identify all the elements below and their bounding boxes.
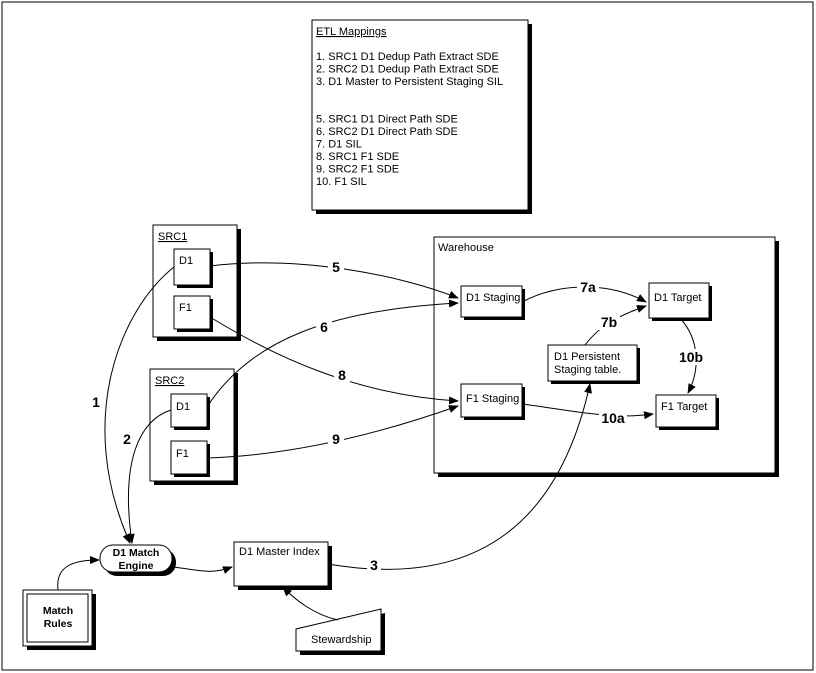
edge-label-7b: 7b xyxy=(601,314,617,330)
f1-staging-label: F1 Staging xyxy=(466,393,519,405)
d1-match-engine-line1: D1 Match xyxy=(113,547,160,559)
src1-container: SRC1 D1 F1 xyxy=(152,224,241,341)
match-rules-line2: Rules xyxy=(44,618,73,630)
f1-staging-box xyxy=(460,383,523,418)
d1-master-index-label: D1 Master Index xyxy=(239,546,320,558)
edge-stewardship-mi xyxy=(282,586,339,621)
etl-mapping-item: 5. SRC1 D1 Direct Path SDE xyxy=(316,114,458,126)
edge-3 xyxy=(327,383,592,570)
src2-f1-box xyxy=(170,440,208,475)
src1-d1-label: D1 xyxy=(179,255,193,267)
d1-match-engine-line2: Engine xyxy=(118,560,153,572)
src2-title: SRC2 xyxy=(155,375,184,387)
edge-label-10b: 10b xyxy=(679,349,703,365)
match-rules-line1: Match xyxy=(43,605,73,617)
etl-mapping-item: 7. D1 SIL xyxy=(316,139,362,151)
src2-d1-box xyxy=(170,393,208,428)
src2-d1-label: D1 xyxy=(176,401,190,413)
etl-mapping-item: 2. SRC2 D1 Dedup Path Extract SDE xyxy=(316,64,499,76)
edge-label-6: 6 xyxy=(320,319,328,335)
warehouse-container: Warehouse D1 Staging F1 Staging D1 Targe… xyxy=(433,236,779,477)
d1-persistent-staging-line1: D1 Persistent xyxy=(554,351,620,363)
edge-me-mi xyxy=(171,566,233,574)
edge-label-2: 2 xyxy=(123,431,131,447)
d1-target-label: D1 Target xyxy=(654,292,702,304)
edge-label-9: 9 xyxy=(332,431,340,447)
src1-f1-label: F1 xyxy=(179,302,192,314)
edge-label-8: 8 xyxy=(338,367,346,383)
edge-10a xyxy=(521,403,654,420)
etl-mapping-item: 9. SRC2 F1 SDE xyxy=(316,164,399,176)
edge-label-3: 3 xyxy=(370,557,378,573)
edge-5 xyxy=(209,262,459,299)
etl-mapping-item: 6. SRC2 D1 Direct Path SDE xyxy=(316,126,458,138)
etl-mappings-box: ETL Mappings 1. SRC1 D1 Dedup Path Extra… xyxy=(311,19,532,214)
warehouse-title: Warehouse xyxy=(438,242,494,254)
etl-mapping-item: 1. SRC1 D1 Dedup Path Extract SDE xyxy=(316,51,499,63)
f1-target-label: F1 Target xyxy=(661,401,707,413)
edge-6 xyxy=(206,299,459,408)
d1-master-index-box: D1 Master Index xyxy=(233,541,332,590)
edge-label-5: 5 xyxy=(332,259,340,275)
etl-mappings-title: ETL Mappings xyxy=(316,26,387,38)
edge-8 xyxy=(209,316,459,405)
d1-staging-label: D1 Staging xyxy=(466,292,520,304)
src1-f1-box xyxy=(173,295,211,330)
edge-labels: 5 6 8 9 7a 7b 10a 10b 1 2 3 xyxy=(89,259,705,573)
edge-label-1: 1 xyxy=(92,394,100,410)
stewardship-label: Stewardship xyxy=(311,634,372,646)
src1-d1-box xyxy=(173,248,211,286)
d1-match-engine: D1 Match Engine xyxy=(99,544,176,576)
match-rules-box: Match Rules xyxy=(22,589,96,650)
etl-mapping-item: 3. D1 Master to Persistent Staging SIL xyxy=(316,76,503,88)
stewardship-box: Stewardship xyxy=(295,608,385,655)
d1-staging-box xyxy=(460,285,523,318)
etl-mapping-item: 8. SRC1 F1 SDE xyxy=(316,151,399,163)
edges xyxy=(57,262,697,621)
d1-persistent-staging-line2: Staging table. xyxy=(554,364,621,376)
d1-target-box xyxy=(648,282,710,319)
edge-label-10a: 10a xyxy=(601,410,625,426)
edge-2 xyxy=(126,409,172,544)
d1-persistent-staging-box xyxy=(547,344,638,382)
src1-title: SRC1 xyxy=(158,231,187,243)
edge-rules-me xyxy=(57,556,100,591)
edge-1 xyxy=(104,266,175,544)
src2-container: SRC2 D1 F1 xyxy=(149,368,238,485)
src2-f1-label: F1 xyxy=(176,448,189,460)
f1-target-box xyxy=(655,394,717,428)
etl-mapping-item: 10. F1 SIL xyxy=(316,176,367,188)
edge-label-7a: 7a xyxy=(580,279,596,295)
